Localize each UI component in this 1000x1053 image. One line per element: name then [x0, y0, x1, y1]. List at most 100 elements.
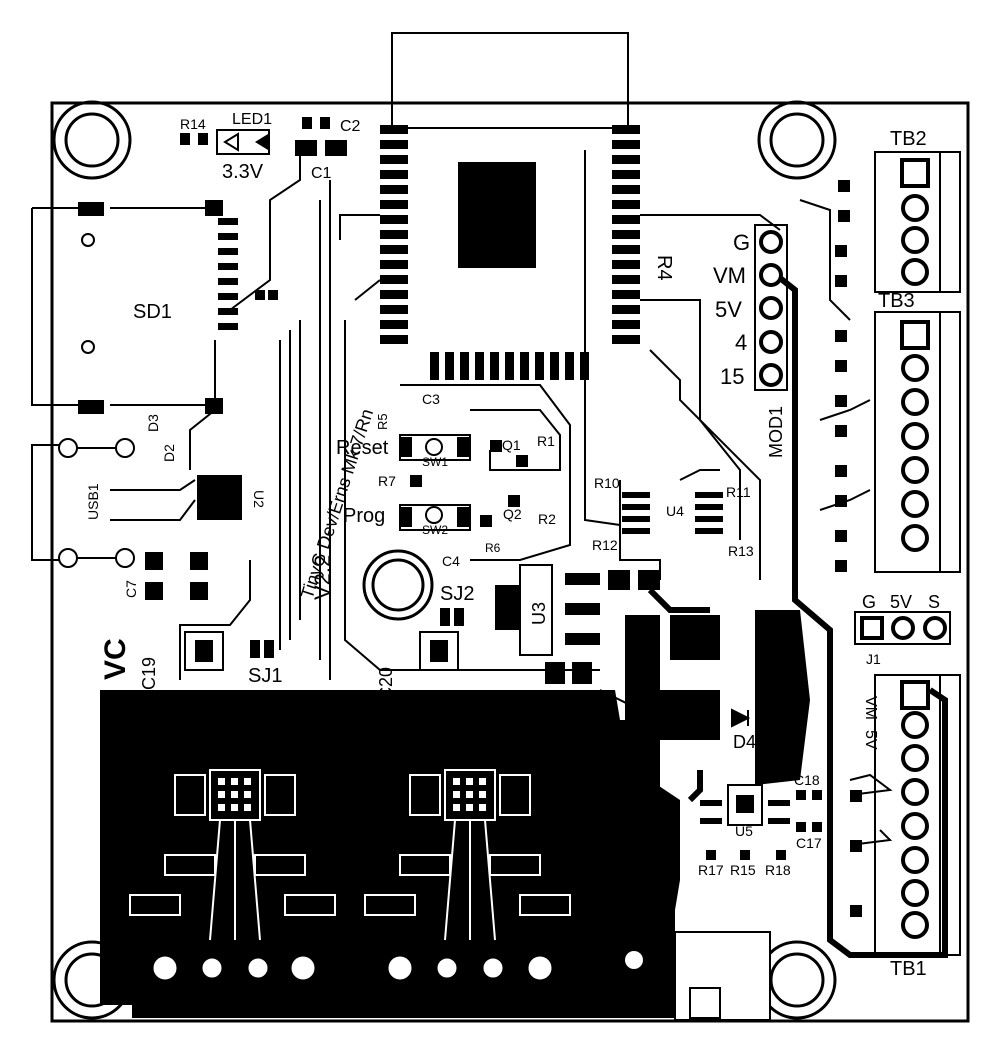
label-j1: J1 — [866, 651, 881, 667]
board-outline — [50, 101, 970, 1023]
label-c1: C1 — [311, 165, 332, 182]
sd-card-footprint — [31, 207, 205, 406]
esp32-center-pad — [458, 162, 536, 268]
signal-traces — [110, 150, 893, 846]
passive-pads — [145, 117, 862, 917]
mounting-hole-tl — [52, 100, 132, 180]
u3-regulator — [519, 564, 600, 684]
label-led1: LED1 — [232, 111, 272, 128]
label-sj1: SJ1 — [248, 665, 282, 687]
esp32-right-pads — [612, 125, 640, 344]
sd-card-pads — [78, 200, 238, 414]
j1-header — [854, 611, 951, 645]
label-c18: C18 — [794, 772, 820, 788]
label-c7: C7 — [123, 580, 139, 598]
label-vm-side: VM — [862, 696, 879, 720]
label-mod-15: 15 — [720, 364, 744, 389]
label-mod-g: G — [733, 230, 750, 255]
bottom-connector-cutout — [674, 931, 771, 1021]
label-r2: R2 — [538, 511, 556, 527]
label-q1: Q1 — [502, 437, 521, 453]
label-r7: R7 — [378, 473, 396, 489]
label-c17: C17 — [796, 835, 822, 851]
label-mod-5v: 5V — [715, 297, 742, 322]
antenna-outline — [391, 32, 629, 129]
label-mod-4: 4 — [735, 330, 747, 355]
label-c20: C20 — [376, 667, 396, 700]
label-r18: R18 — [765, 862, 791, 878]
label-u3: U3 — [529, 602, 549, 625]
driver-ic-left — [129, 769, 336, 941]
power-copper-pour-2 — [755, 610, 810, 785]
label-5v-side: 5V — [862, 730, 879, 750]
label-r17: R17 — [698, 862, 724, 878]
reset-button-footprint — [399, 434, 471, 461]
label-r11: R11 — [726, 484, 751, 500]
label-q2: Q2 — [503, 506, 522, 522]
d4-diode — [731, 708, 751, 728]
u5-chip — [700, 784, 790, 826]
prog-button-footprint — [399, 504, 471, 531]
label-tb3: TB3 — [878, 290, 915, 312]
via-bottom — [625, 951, 643, 969]
label-tb2: TB2 — [890, 128, 927, 150]
power-pad-a — [670, 615, 720, 660]
label-reset: Reset — [336, 437, 389, 459]
label-d2: D2 — [161, 444, 177, 462]
power-pad-b — [495, 585, 520, 630]
power-traces — [647, 275, 948, 958]
label-j1-s: S — [928, 592, 940, 612]
driver-ic-left-pads — [218, 778, 251, 811]
label-u2: U2 — [251, 490, 267, 508]
u4-chip — [622, 492, 723, 534]
tb2-block — [874, 151, 961, 293]
label-version: V2.2 — [310, 555, 335, 600]
label-r12: R12 — [592, 537, 618, 553]
label-r10: R10 — [594, 475, 620, 491]
sd-card-holes — [81, 233, 95, 354]
led1-footprint — [216, 129, 270, 155]
u2-chip — [197, 475, 242, 520]
label-3v3: 3.3V — [222, 161, 264, 183]
label-sw2: SW2 — [422, 523, 448, 537]
label-r6: R6 — [485, 541, 501, 555]
usb-footprint — [31, 438, 135, 568]
label-r1: R1 — [537, 433, 555, 449]
label-c3: C3 — [422, 391, 440, 407]
label-u5: U5 — [735, 823, 753, 839]
label-brand: VC — [99, 638, 132, 680]
label-r14: R14 — [180, 116, 206, 132]
label-c19: C19 — [139, 657, 159, 690]
label-d3: D3 — [145, 414, 161, 432]
label-d4: D4 — [733, 732, 756, 752]
mounting-hole-center — [362, 549, 434, 621]
output-holes — [150, 953, 555, 983]
label-r5: R5 — [375, 413, 390, 430]
label-tb1: TB1 — [890, 958, 927, 980]
label-usb1: USB1 — [85, 483, 101, 520]
label-mod-vm: VM — [713, 263, 746, 288]
label-r13: R13 — [728, 543, 754, 559]
label-j1-5v: 5V — [890, 592, 912, 612]
label-prog: Prog — [343, 505, 385, 527]
label-sj2: SJ2 — [440, 583, 474, 605]
driver-ic-right-pads — [453, 778, 486, 811]
esp32-left-pads — [380, 125, 408, 344]
mod1-header — [754, 224, 788, 391]
sj1-jumper — [250, 640, 274, 658]
driver-ic-right — [364, 769, 571, 941]
sj2-jumper — [440, 608, 464, 626]
connector-footprints-left — [184, 631, 224, 671]
label-c2: C2 — [340, 118, 361, 135]
label-sw1: SW1 — [422, 455, 448, 469]
label-r15: R15 — [730, 862, 756, 878]
tb3-block — [874, 311, 961, 573]
label-sd1: SD1 — [133, 301, 172, 323]
power-copper-pour-1 — [625, 615, 720, 800]
ground-copper-pour — [100, 690, 680, 1018]
mounting-hole-tr — [757, 100, 837, 180]
connector-footprints-right — [419, 631, 459, 671]
esp32-bottom-pads — [430, 352, 589, 380]
label-j1-g: G — [862, 592, 876, 612]
